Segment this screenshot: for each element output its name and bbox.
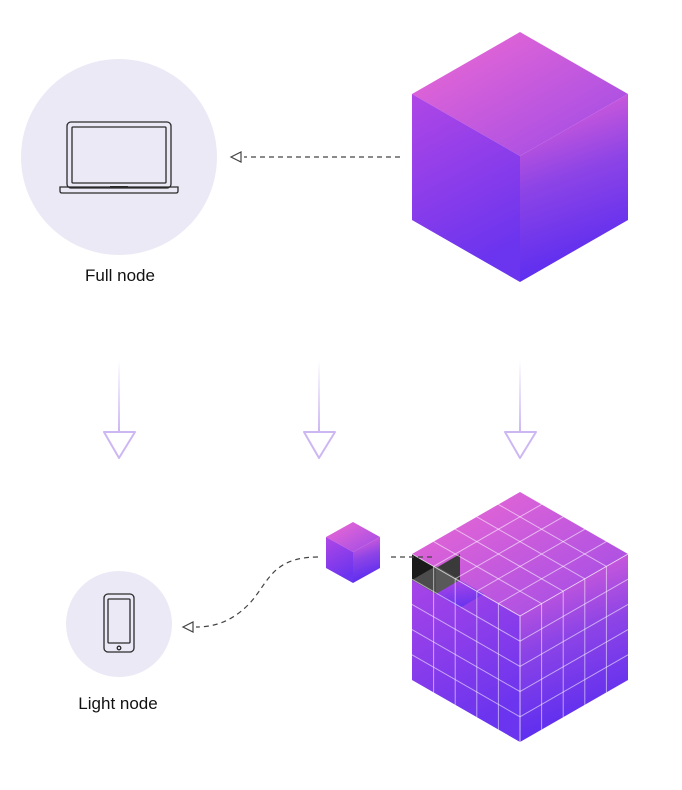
state-grid-cube — [411, 492, 629, 742]
cube-grid-lines — [411, 503, 629, 730]
full-node-label: Full node — [85, 266, 155, 285]
smartphone-icon — [103, 593, 135, 653]
light-node-proof-arrow — [181, 556, 319, 633]
extracted-block-cube — [326, 522, 380, 583]
missing-block-cavity — [412, 554, 484, 608]
full-node-sync-arrow — [229, 151, 400, 163]
light-node-label: Light node — [78, 694, 158, 713]
down-arrow-right — [504, 360, 537, 459]
down-arrow-middle — [303, 360, 336, 459]
light-node-circle — [66, 571, 172, 677]
full-node-circle — [21, 59, 217, 255]
laptop-icon — [59, 121, 179, 194]
down-arrow-left — [103, 360, 136, 459]
full-block-cube — [412, 32, 628, 282]
